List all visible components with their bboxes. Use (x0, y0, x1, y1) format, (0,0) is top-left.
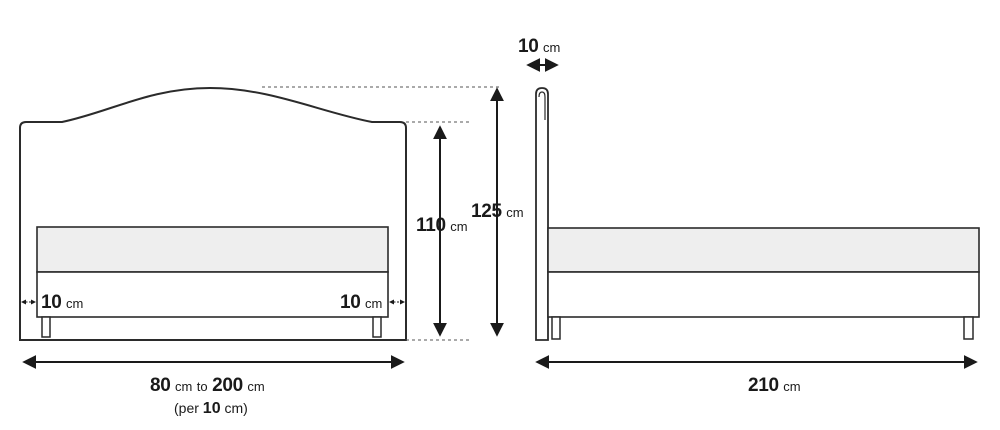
length-value: 210 (748, 375, 779, 396)
front-view (19, 86, 504, 369)
height-total-label: 125 cm (471, 202, 524, 221)
thickness-unit: cm (543, 40, 561, 55)
left-margin-label: 10 cm (41, 293, 83, 312)
right-margin-label: 10 cm (340, 293, 382, 312)
left-margin-unit: cm (66, 296, 84, 311)
width-step-suffix: cm) (224, 400, 248, 416)
length-label: 210 cm (748, 376, 801, 395)
width-min-unit: cm (175, 379, 193, 394)
width-step-label: (per 10 cm) (174, 401, 248, 417)
side-mattress (547, 227, 980, 273)
width-min-value: 80 (150, 375, 171, 396)
width-step-prefix: (per (174, 400, 199, 416)
length-unit: cm (783, 379, 801, 394)
side-headboard-outline (535, 87, 549, 341)
width-max-unit: cm (247, 379, 265, 394)
front-leg-left (41, 316, 51, 338)
height-inner-value: 110 (416, 215, 446, 236)
thickness-label: 10 cm (518, 37, 560, 56)
height-inner-unit: cm (450, 219, 468, 234)
left-margin-value: 10 (41, 292, 62, 313)
side-bed-base (547, 271, 980, 318)
height-total-unit: cm (506, 205, 524, 220)
width-step-value: 10 (202, 400, 221, 417)
front-mattress (36, 226, 389, 273)
right-margin-unit: cm (365, 296, 383, 311)
height-inner-label: 110 cm (416, 216, 468, 235)
front-leg-right (372, 316, 382, 338)
side-headboard-inner (538, 91, 546, 120)
front-bed-base (36, 271, 389, 318)
thickness-value: 10 (518, 36, 539, 57)
side-leg-right (963, 316, 974, 340)
height-total-value: 125 (471, 201, 502, 222)
side-leg-left (551, 316, 561, 340)
width-connector: to (196, 379, 208, 394)
width-max-value: 200 (212, 375, 243, 396)
right-margin-value: 10 (340, 292, 361, 313)
side-view (526, 58, 980, 369)
width-range-label: 80 cm to 200 cm (150, 376, 265, 395)
